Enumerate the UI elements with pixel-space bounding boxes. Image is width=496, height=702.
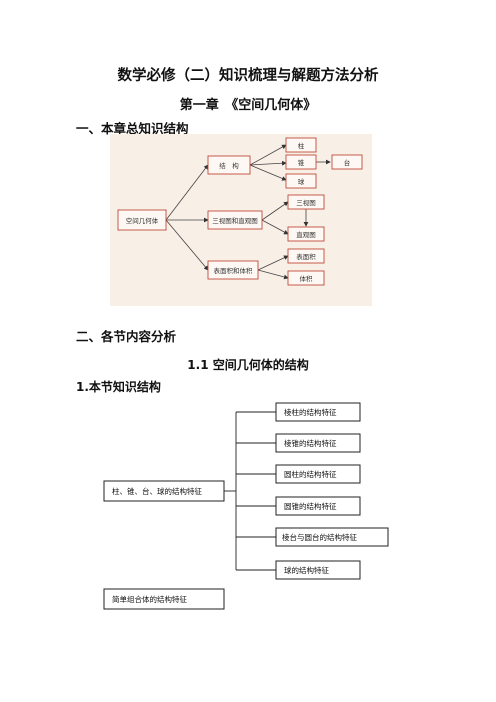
subsection-title: 1.1 空间几何体的结构: [187, 358, 309, 372]
measures-node-box: [207, 260, 259, 280]
item-box-2: [275, 433, 361, 453]
volume-node-label: 体积: [300, 274, 314, 283]
section-structure-diagram: 柱、锥、台、球的结构特征 棱柱的结构特征 棱锥的结构特征 圆柱的结构特征 圆锥的…: [100, 398, 400, 613]
document-title: 数学必修（二）知识梳理与解题方法分析: [117, 68, 379, 84]
sphere-node-label: 球: [298, 177, 305, 186]
three-view-node-label: 三视图: [296, 198, 316, 207]
root-node-label: 空间几何体: [126, 216, 159, 225]
root-box: [103, 480, 225, 502]
three-view-node-box: [287, 194, 325, 210]
chapter-title: 第一章 《空间几何体》: [179, 98, 317, 113]
frustum-node-label: 台: [344, 158, 351, 167]
bottom-label: 简单组合体的结构特征: [112, 594, 187, 604]
item-box-4: [275, 496, 361, 516]
knowledge-structure-svg: 空间几何体 结 构 三视图和直观图 表面积和体积 柱 锥 球 台 三视图 直观图…: [117, 137, 363, 286]
structure-node-label: 结 构: [219, 161, 239, 170]
prism-node-label: 柱: [298, 141, 305, 150]
section-heading-1: 一、本章总知识结构: [76, 121, 189, 136]
intuitive-view-node-label: 直观图: [296, 230, 316, 239]
surface-area-node-box: [287, 248, 325, 264]
item-label-2: 棱锥的结构特征: [284, 438, 337, 448]
views-node-label: 三视图和直观图: [212, 216, 258, 225]
bottom-box: [103, 588, 225, 610]
item-box-6: [275, 560, 361, 580]
item-label-4: 圆锥的结构特征: [284, 501, 337, 511]
structure-node-box: [207, 155, 251, 175]
root-label: 柱、锥、台、球的结构特征: [112, 486, 202, 496]
item-box-1: [275, 402, 361, 422]
volume-node-box: [287, 270, 325, 286]
item-label-3: 圆柱的结构特征: [284, 469, 337, 479]
measures-node-label: 表面积和体积: [214, 266, 254, 275]
section-structure-svg: 柱、锥、台、球的结构特征 棱柱的结构特征 棱锥的结构特征 圆柱的结构特征 圆锥的…: [103, 402, 389, 610]
section-heading-2: 二、各节内容分析: [76, 329, 177, 344]
pyramid-node-label: 锥: [298, 158, 305, 167]
item-label-6: 球的结构特征: [284, 565, 329, 575]
prism-node-box: [285, 137, 317, 153]
item-box-3: [275, 464, 361, 484]
pyramid-node-box: [285, 154, 317, 170]
frustum-node-box: [331, 154, 363, 170]
subsection-sub-heading: 1.本节知识结构: [76, 380, 161, 394]
sphere-node-box: [285, 173, 317, 189]
item-label-5: 棱台与圆台的结构特征: [282, 532, 357, 542]
surface-area-node-label: 表面积: [296, 252, 316, 261]
root-node-box: [117, 209, 167, 231]
views-node-box: [207, 210, 263, 230]
knowledge-structure-diagram: 空间几何体 结 构 三视图和直观图 表面积和体积 柱 锥 球 台 三视图 直观图…: [110, 134, 372, 306]
intuitive-view-node-box: [287, 226, 325, 242]
item-box-5: [275, 527, 389, 547]
item-label-1: 棱柱的结构特征: [284, 407, 337, 417]
